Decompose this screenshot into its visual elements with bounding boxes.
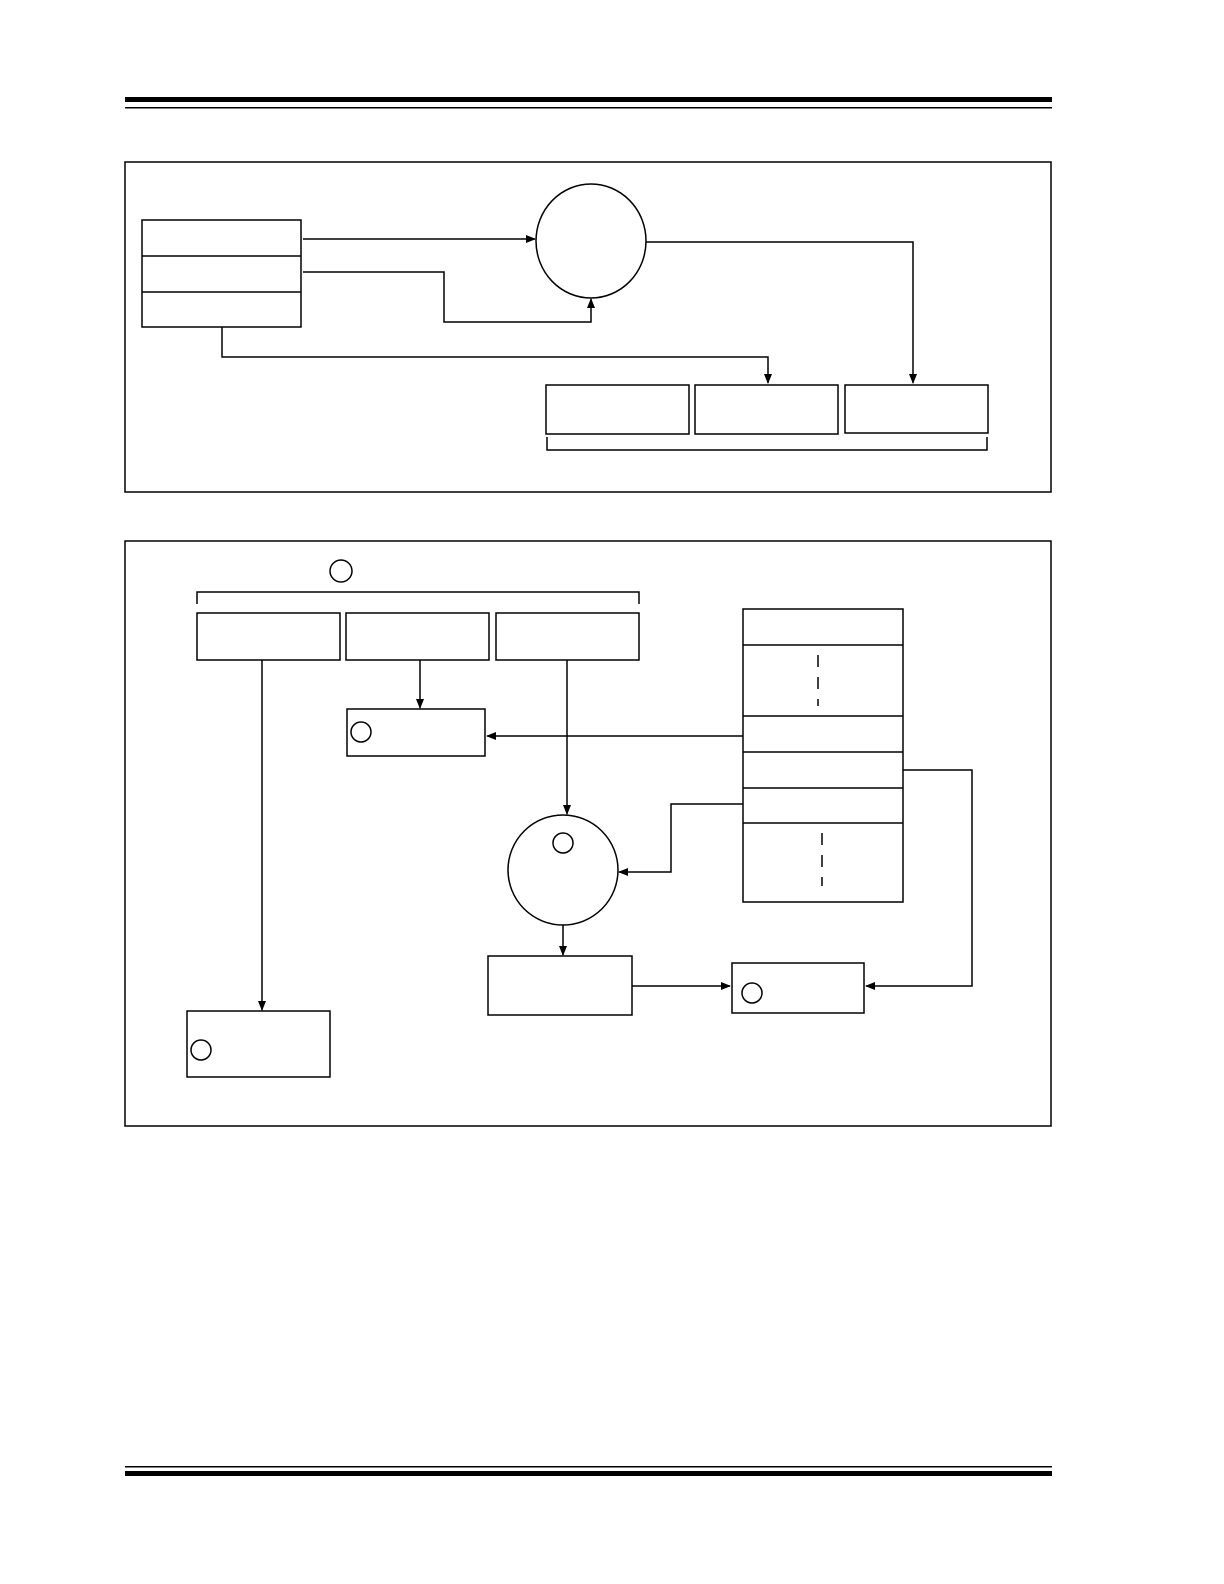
step-marker [552,832,574,854]
output-box-left [186,1010,331,1078]
result-box-2 [694,384,839,435]
register-stack [141,219,302,328]
group-bracket [196,591,640,604]
result-box-3 [844,384,989,434]
figure-bottom [124,540,1052,1127]
field-box-1 [196,612,341,661]
arrow-stack-to-circle-bottom [303,271,595,323]
arrow-table-to-output [865,769,973,990]
group-bracket [546,437,988,451]
step-marker [350,721,372,743]
figure-bottom-frame [124,540,1052,1127]
result-box-1 [545,384,690,435]
lookup-box [346,708,486,757]
output-box-right [731,962,865,1014]
arrow-stack-to-box2 [221,327,772,384]
result-box [487,955,633,1016]
field-box-3 [495,612,640,661]
table-stack [742,608,904,903]
header-rule [125,97,1052,109]
step-marker-group [329,559,353,583]
field-box-2 [345,612,490,661]
arrow-circle-to-box3 [646,241,917,384]
footer-rule [125,1466,1052,1476]
figure-top [124,161,1052,493]
adder-circle [507,814,619,926]
process-circle [535,183,647,299]
figure-top-frame [124,161,1052,493]
arrow-table-to-adder [618,803,743,876]
step-marker [190,1039,212,1061]
step-marker [741,982,763,1004]
